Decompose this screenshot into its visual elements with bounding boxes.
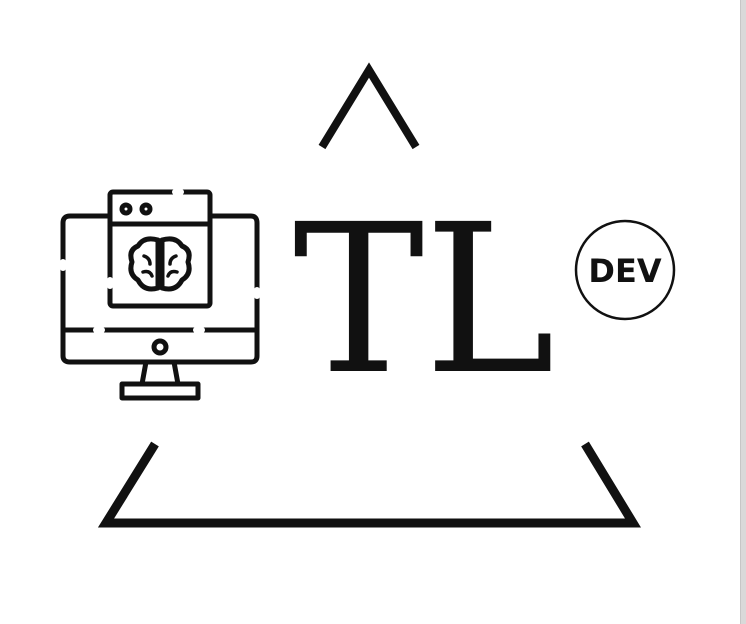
triangle-apex — [318, 62, 420, 150]
dev-badge-label: DEV — [588, 252, 661, 290]
triangle-base — [97, 441, 641, 528]
computer-brain-icon — [60, 189, 260, 401]
page-edge — [740, 0, 746, 624]
monogram-text: TL — [293, 180, 555, 420]
dev-badge: DEV — [574, 219, 676, 321]
